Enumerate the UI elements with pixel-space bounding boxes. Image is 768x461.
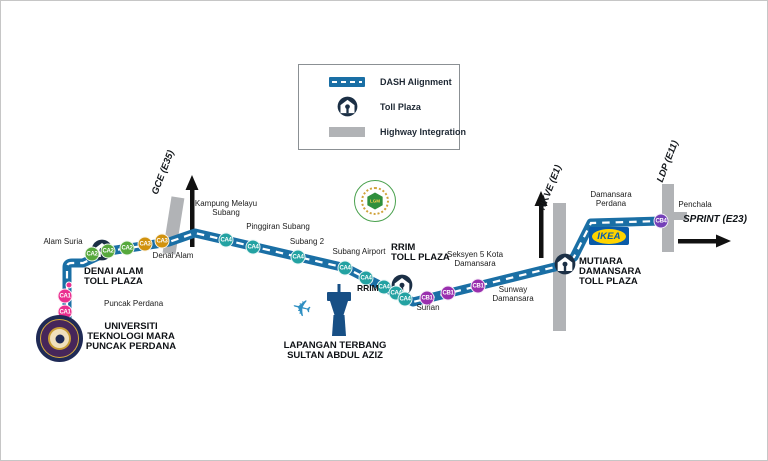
package-marker-cb1: CB1 — [440, 285, 456, 301]
label-subang-2: Subang 2 — [289, 237, 325, 246]
legend: DASH Alignment Toll Plaza Highway Integr… — [298, 64, 466, 150]
route-centerline-dashes — [65, 219, 663, 319]
package-marker-ca3: CA3 — [137, 236, 153, 252]
legend-row-dash-alignment: DASH Alignment — [329, 76, 453, 87]
package-marker-ca4: CA4 — [218, 232, 234, 248]
label-damansara-perdana: Damansara Perdana — [590, 190, 632, 208]
airport-control-tower-icon — [327, 284, 351, 336]
legend-row-toll-plaza: Toll Plaza — [329, 96, 453, 117]
package-marker-cb1: CB1 — [470, 278, 486, 294]
package-marker-ca4: CA4 — [245, 239, 261, 255]
toll-plaza-legend-icon — [329, 96, 365, 117]
sprint-direction-arrow — [678, 234, 731, 248]
malaysian-rubber-board-logo: LGM — [354, 180, 396, 222]
highway-integration-swatch — [329, 127, 365, 138]
ikea-logo: IKEA — [589, 227, 629, 245]
package-marker-ca4: CA4 — [397, 291, 413, 307]
label-denai-alam: Denai Alam — [152, 251, 194, 260]
legend-label: DASH Alignment — [380, 76, 452, 87]
package-marker-ca4: CA4 — [290, 249, 306, 265]
label-rrim-toll-plaza: RRIM TOLL PLAZA — [391, 242, 450, 263]
label-penchala: Penchala — [678, 200, 712, 209]
ca1-small-dot — [65, 281, 73, 289]
label-rrim: RRIM — [357, 283, 379, 293]
label-surian: Surian — [416, 303, 440, 312]
dash-alignment-swatch — [329, 76, 365, 87]
ikea-logo-text: IKEA — [597, 230, 621, 242]
toll-plaza-icon-mutiara-damansara — [554, 253, 576, 275]
legend-row-highway-integration: Highway Integration — [329, 127, 466, 138]
label-universiti-teknologi-mara: UNIVERSITI TEKNOLOGI MARA PUNCAK PERDANA — [85, 321, 177, 352]
nkve-direction-arrow — [534, 191, 548, 258]
label-kampung-melayu-subang: Kampung Melayu Subang — [194, 199, 258, 217]
gce-direction-arrow — [185, 175, 199, 247]
package-marker-ca1: CA1 — [57, 288, 73, 304]
label-mutiara-damansara-toll-plaza: MUTIARA DAMANSARA TOLL PLAZA — [579, 256, 642, 287]
penchala-highway-stub — [674, 212, 687, 220]
label-sprint-e23: SPRINT (E23) — [683, 214, 747, 225]
label-seksyen-5-kota-damansara: Seksyen 5 Kota Damansara — [446, 250, 504, 268]
package-marker-ca4: CA4 — [358, 270, 374, 286]
package-marker-ca4: CA4 — [337, 260, 353, 276]
legend-label: Toll Plaza — [380, 101, 421, 112]
label-subang-airport: Subang Airport — [332, 247, 386, 256]
package-marker-ca2: CA2 — [84, 246, 100, 262]
package-marker-cb4: CB4 — [653, 213, 669, 229]
label-denai-alam-toll-plaza: DENAI ALAM TOLL PLAZA — [84, 266, 144, 287]
package-marker-cb1: CB1 — [419, 290, 435, 306]
label-pinggiran-subang: Pinggiran Subang — [246, 222, 310, 231]
label-puncak-perdana: Puncak Perdana — [104, 299, 164, 308]
package-marker-ca2: CA2 — [100, 243, 116, 259]
label-sunway-damansara: Sunway Damansara — [492, 285, 534, 303]
uitm-logo — [36, 315, 83, 362]
lgm-hexagon: LGM — [367, 192, 383, 210]
legend-label: Highway Integration — [380, 127, 467, 138]
label-alam-suria: Alam Suria — [43, 237, 83, 246]
package-marker-ca2: CA2 — [119, 240, 135, 256]
label-airport-name: LAPANGAN TERBANG SULTAN ABDUL AZIZ — [283, 340, 387, 361]
package-marker-ca3: CA3 — [154, 233, 170, 249]
